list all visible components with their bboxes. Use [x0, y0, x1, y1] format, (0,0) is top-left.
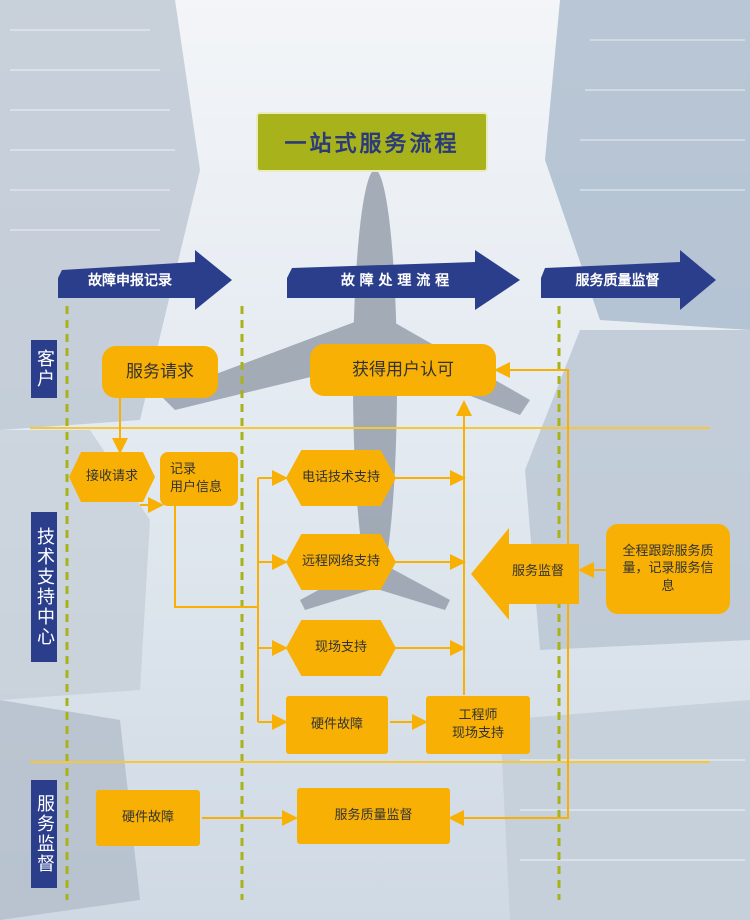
row-label-customer: 客户	[31, 340, 57, 398]
arrow-monitor-to-approval	[494, 362, 569, 568]
node-receive-request: 接收请求	[69, 452, 155, 502]
row-label-tech-support: 技术支持中心	[31, 512, 57, 662]
phase-label-reporting: 故障申报记录	[88, 273, 172, 289]
node-get-approval: 获得用户认可	[310, 344, 496, 396]
node-quality-monitor-bottom: 服务质量监督	[297, 788, 450, 844]
node-record-user-info: 记录 用户信息	[160, 452, 238, 506]
node-hardware-fault: 硬件故障	[286, 696, 388, 754]
phase-label-supervision: 服务质量监督	[575, 273, 660, 289]
node-hw-fault-bottom: 硬件故障	[96, 790, 200, 846]
node-phone-support: 电话技术支持	[286, 450, 396, 506]
node-service-request: 服务请求	[102, 346, 218, 398]
row-dividers	[30, 427, 710, 763]
phase-arrow-3	[541, 250, 716, 310]
row-label-service-supervision: 服务监督	[31, 780, 57, 888]
phase-arrow-2	[287, 250, 520, 310]
node-service-monitor-shape	[471, 528, 579, 620]
node-service-monitor: 服务监督	[511, 564, 564, 580]
phase-label-processing: 故 障 处 理 流 程	[340, 273, 450, 289]
phase-arrow-1	[58, 250, 232, 310]
node-full-tracking: 全程跟踪服务质量，记录服务信息	[606, 524, 730, 614]
node-onsite-support: 现场支持	[286, 620, 396, 676]
node-remote-support: 远程网络支持	[286, 534, 396, 590]
arrow-monitor-to-bottom	[448, 575, 569, 826]
node-engineer-onsite: 工程师 现场支持	[426, 696, 530, 754]
arrow-record-to-branch	[174, 505, 258, 608]
page-title: 一站式服务流程	[256, 112, 488, 172]
